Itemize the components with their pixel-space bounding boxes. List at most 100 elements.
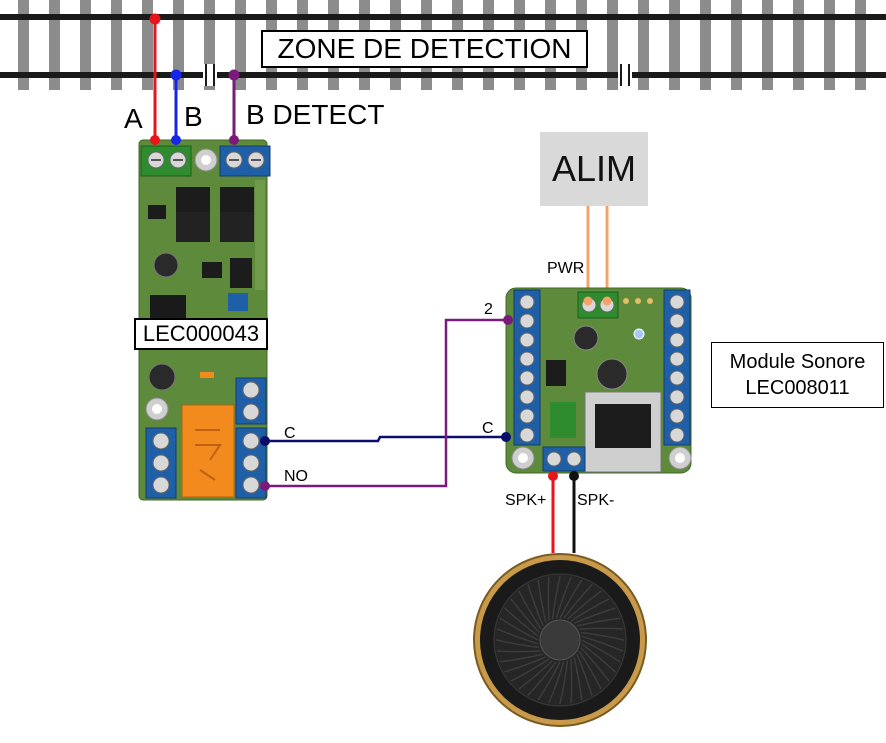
- sound-module-title-box: Module Sonore LEC008011: [711, 342, 884, 408]
- relay: [181, 404, 235, 498]
- capacitor: [153, 252, 179, 278]
- terminal-b-dot: [171, 135, 181, 145]
- speaker-cone-rib: [576, 653, 593, 696]
- speaker-cone-rib: [504, 656, 547, 673]
- speaker-cone-rib: [499, 653, 544, 663]
- capacitor: [573, 325, 599, 351]
- terminal-screw: [519, 351, 535, 367]
- label-b: B: [184, 101, 203, 132]
- speaker-cone-rib: [510, 598, 540, 634]
- speaker-cone-rib: [495, 639, 540, 649]
- terminal-screw: [519, 408, 535, 424]
- terminal-block-nc1: [145, 427, 177, 499]
- spk-minus-label: SPK-: [577, 492, 615, 509]
- track-sleeper: [669, 0, 680, 90]
- speaker-cone-rib: [496, 650, 541, 653]
- speaker-cone-rib: [499, 617, 539, 641]
- rail-gap-left: [203, 64, 217, 86]
- terminal-screw: [519, 332, 535, 348]
- pwr-label: PWR: [547, 260, 585, 277]
- speaker-cone-rib: [578, 650, 602, 690]
- speaker-cone-rib: [570, 598, 610, 622]
- speaker-cone-rib: [580, 631, 625, 641]
- wire-no-to-2: [265, 318, 508, 488]
- track-sleeper: [204, 0, 215, 90]
- terminal-detect-dot: [229, 135, 239, 145]
- speaker-cone-rib: [580, 646, 610, 682]
- terminal-screw: [669, 332, 685, 348]
- speaker-cone-rib: [518, 590, 542, 630]
- wire-a-rail-contact: [149, 13, 161, 25]
- terminal-a-dot: [150, 135, 160, 145]
- speaker-cone-rib: [527, 661, 557, 696]
- terminal-screw: [519, 313, 535, 329]
- sound-module-title-line1: Module Sonore: [729, 351, 866, 373]
- speaker-cone-rib: [537, 661, 561, 701]
- terminal-screw: [669, 294, 685, 310]
- speaker-cone-rib: [510, 658, 550, 682]
- terminal-block-detect: [219, 145, 271, 177]
- terminal-screw: [669, 408, 685, 424]
- power-supply-box: ALIM: [540, 132, 648, 206]
- track-sleeper: [607, 0, 618, 90]
- terminal-column-right: [663, 289, 691, 446]
- terminal-screw: [669, 351, 685, 367]
- speaker-cone-rib: [581, 635, 624, 652]
- speaker-cone-rib: [555, 576, 572, 619]
- terminal-screw: [669, 389, 685, 405]
- wire-b-detect-rail-contact: [228, 69, 240, 81]
- speaker-cone-rib: [527, 584, 544, 627]
- track-sleeper: [80, 0, 91, 90]
- terminal-block-pwr: [577, 291, 619, 319]
- terminal-c-input-dot: [501, 432, 511, 442]
- speaker: [473, 553, 647, 727]
- track-sleeper: [824, 0, 835, 90]
- speaker-cone-rib: [566, 590, 602, 620]
- terminal-screw: [519, 427, 535, 443]
- terminal-spk-plus-dot: [548, 471, 558, 481]
- speaker-cone-rib: [559, 579, 583, 619]
- wire-b-rail-contact: [170, 69, 182, 81]
- track-sleeper: [762, 0, 773, 90]
- potentiometer: [228, 293, 248, 311]
- speaker-cone-rib: [518, 660, 554, 690]
- pin-2-label: 2: [484, 301, 493, 318]
- sound-module-board: [501, 287, 692, 481]
- rail-top: [0, 14, 886, 20]
- spk-plus-label: SPK+: [505, 492, 547, 509]
- terminal-screw: [669, 313, 685, 329]
- rail-gap-right: [618, 64, 632, 86]
- speaker-cone-rib: [551, 575, 561, 620]
- speaker-cone-rib: [537, 579, 547, 624]
- speaker-cone-rib: [563, 584, 593, 619]
- terminal-column-left: [513, 289, 541, 446]
- power-supply-label: ALIM: [551, 148, 637, 189]
- wires: [149, 13, 609, 553]
- track-sleeper: [855, 0, 866, 90]
- mosfet-chip: [176, 212, 210, 242]
- sound-module-title-line2: LEC008011: [745, 377, 850, 399]
- terminal-c-dot: [260, 436, 270, 446]
- track-sleeper: [638, 0, 649, 90]
- speaker-cone-rib: [576, 617, 621, 627]
- terminal-2-dot: [503, 315, 513, 325]
- track-sleeper: [731, 0, 742, 90]
- track-sleeper: [235, 0, 246, 90]
- speaker-cone-rib: [581, 643, 616, 673]
- zone-label: ZONE DE DETECTION: [261, 30, 588, 68]
- mosfet-chip: [220, 212, 254, 242]
- speaker-cone-rib: [573, 607, 616, 624]
- speaker-cone-rib: [547, 576, 550, 621]
- speaker-cone-rib: [559, 660, 569, 705]
- rail-bottom: [0, 72, 886, 78]
- terminal-screw: [669, 370, 685, 386]
- track-sleeper: [49, 0, 60, 90]
- terminal-screw: [669, 427, 685, 443]
- terminal-screw: [519, 389, 535, 405]
- detector-model-label: LEC000043: [134, 318, 268, 350]
- track-sleeper: [18, 0, 29, 90]
- terminal-no-dot: [260, 481, 270, 491]
- relay-label-c: C: [284, 425, 296, 442]
- speaker-cone-rib: [581, 639, 621, 663]
- speaker-cone-rib: [573, 656, 583, 701]
